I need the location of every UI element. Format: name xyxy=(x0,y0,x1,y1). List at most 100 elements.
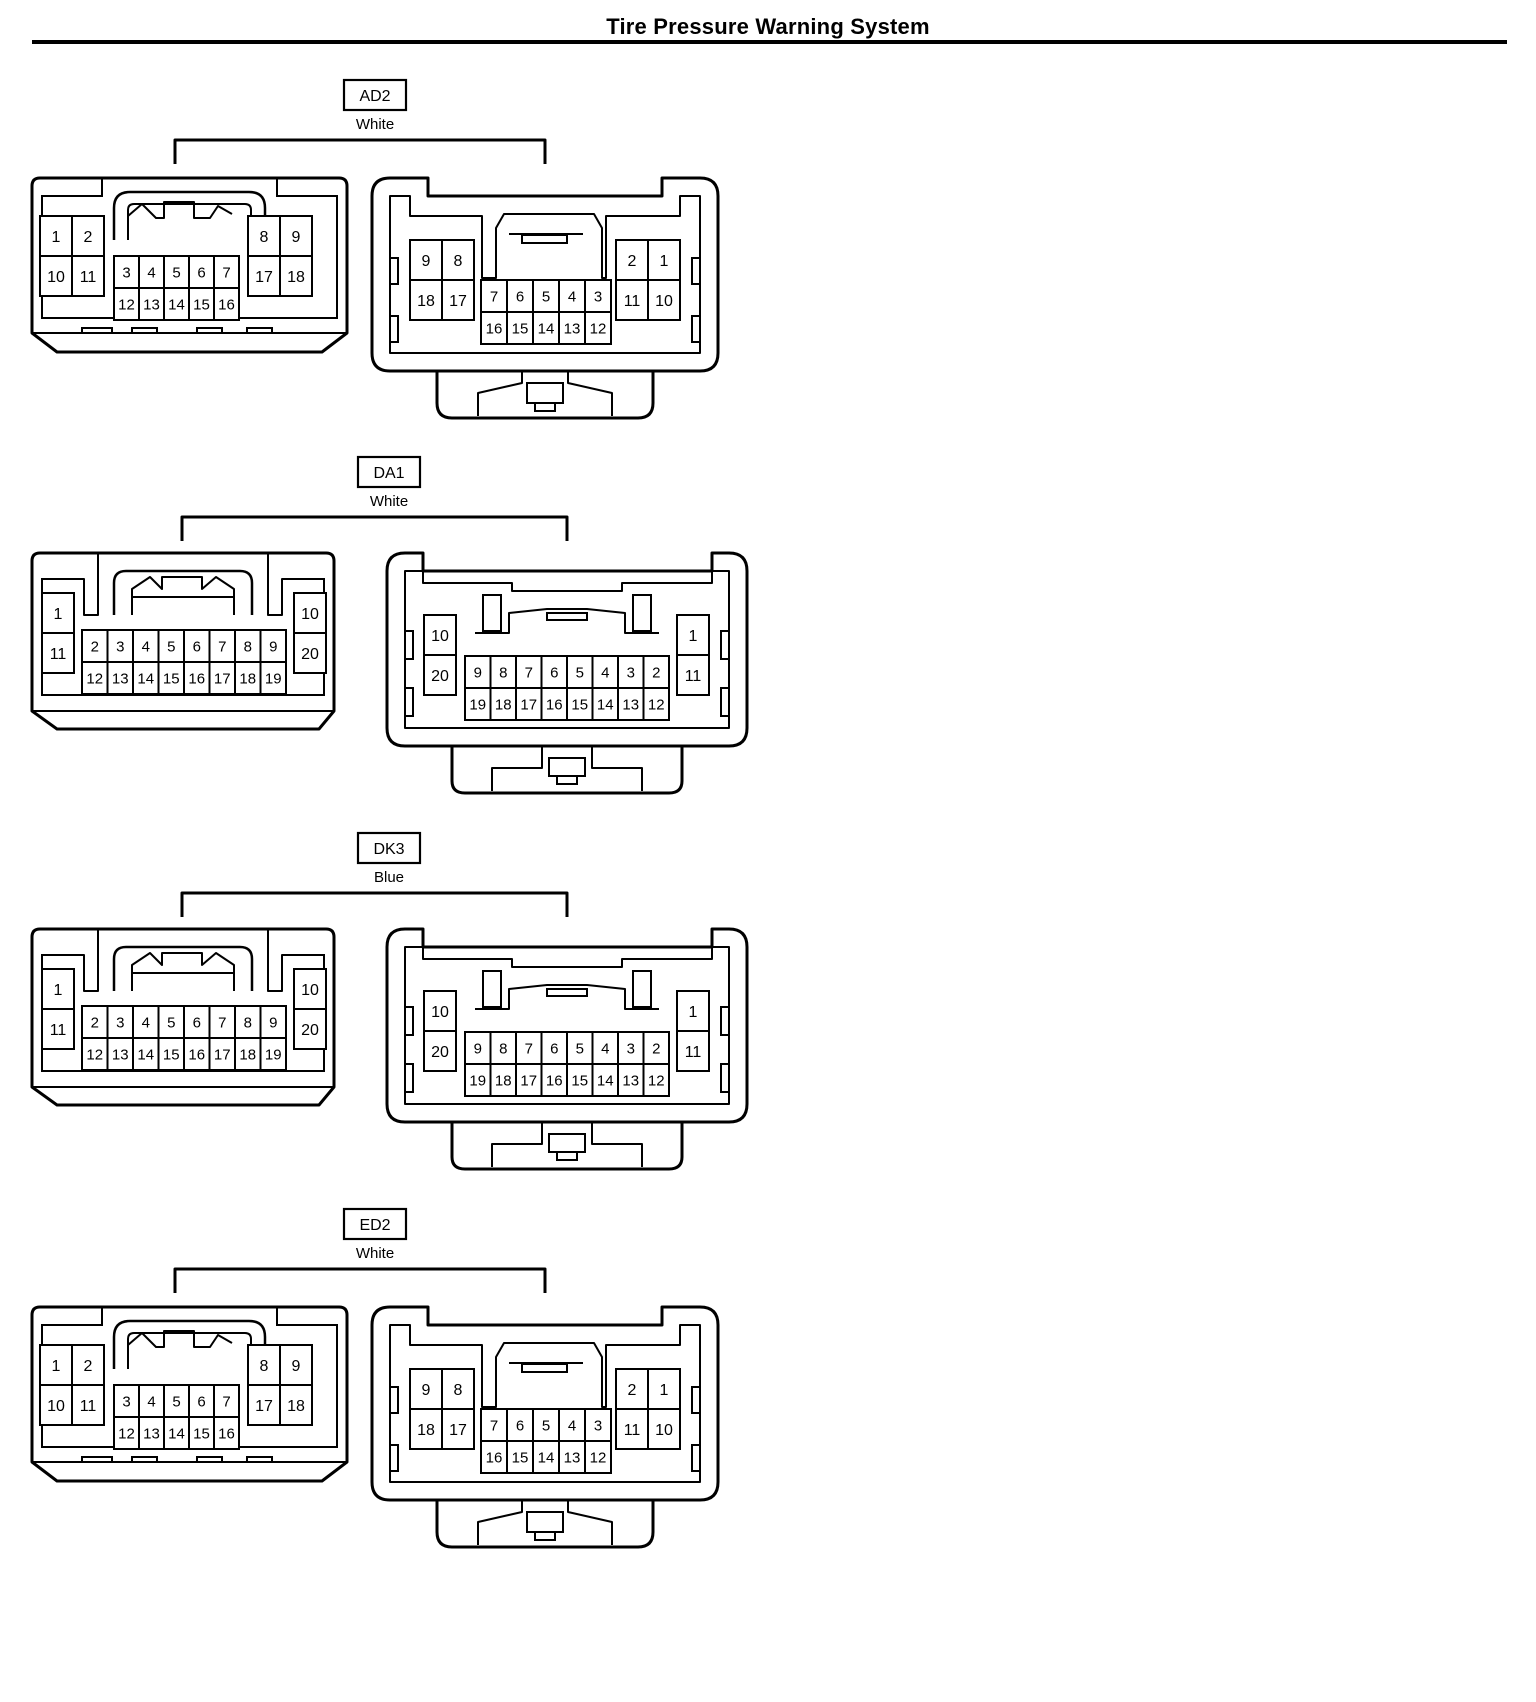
pin-cell xyxy=(81,1005,109,1039)
housing-outline xyxy=(475,608,659,634)
pin-number: 11 xyxy=(80,1398,97,1415)
pin-number: 7 xyxy=(218,638,226,655)
housing-part xyxy=(356,831,422,865)
housing-part xyxy=(548,757,586,777)
housing-outline xyxy=(30,551,336,731)
pin-number: 9 xyxy=(422,253,431,270)
pin-number: 8 xyxy=(244,638,252,655)
housing-part xyxy=(691,1444,701,1472)
housing-outline xyxy=(404,946,730,1105)
connector-code: AD2 xyxy=(359,88,390,105)
pin-cell xyxy=(188,255,215,289)
pin-number: 3 xyxy=(627,1040,635,1057)
housing-outline xyxy=(112,1319,267,1369)
pin-cell xyxy=(39,255,73,297)
housing-part xyxy=(196,1456,223,1463)
pin-cell xyxy=(279,1344,313,1386)
pin-cell xyxy=(113,287,140,321)
pin-number: 8 xyxy=(454,1382,463,1399)
pin-number: 11 xyxy=(624,1422,641,1439)
connector-code: DK3 xyxy=(373,841,404,858)
pin-cell xyxy=(132,1037,160,1071)
pin-cell xyxy=(213,1416,240,1450)
pin-number: 3 xyxy=(627,664,635,681)
housing-outline xyxy=(477,1499,613,1545)
housing-part xyxy=(534,402,556,412)
pin-number: 16 xyxy=(218,296,235,313)
pin-cell xyxy=(106,1005,134,1039)
housing-part xyxy=(521,234,568,244)
housing-part xyxy=(246,1456,273,1463)
pin-number: 3 xyxy=(594,1417,602,1434)
housing-outline xyxy=(42,954,99,992)
pin-cell xyxy=(106,661,134,695)
housing-outline xyxy=(131,576,235,615)
pin-cell xyxy=(41,632,75,674)
pin-number: 17 xyxy=(255,269,273,286)
housing-part xyxy=(546,988,588,997)
housing-part xyxy=(81,327,113,334)
housing-part xyxy=(81,1456,113,1463)
pin-number: 6 xyxy=(516,1417,524,1434)
pin-number: 7 xyxy=(218,1014,226,1031)
pin-number: 14 xyxy=(168,296,185,313)
pin-number: 19 xyxy=(469,1072,486,1089)
housing-part xyxy=(632,594,652,632)
housing-outline xyxy=(30,176,349,354)
housing-outline xyxy=(180,515,569,541)
pin-cell xyxy=(157,1037,185,1071)
pin-cell xyxy=(647,279,681,321)
pin-number: 10 xyxy=(431,1004,449,1021)
pin-number: 5 xyxy=(172,264,180,281)
pin-number: 11 xyxy=(50,1022,67,1039)
pin-number: 19 xyxy=(469,696,486,713)
pin-number: 16 xyxy=(486,1449,503,1466)
pin-number: 8 xyxy=(499,1040,507,1057)
pin-cell xyxy=(532,311,560,345)
pin-number: 14 xyxy=(137,670,154,687)
pin-number: 14 xyxy=(538,1449,555,1466)
pin-number: 5 xyxy=(576,1040,584,1057)
pin-cell xyxy=(279,255,313,297)
housing-part xyxy=(534,1531,556,1541)
housing-outline xyxy=(30,927,336,1107)
pin-cell xyxy=(584,311,612,345)
connector-color: Blue xyxy=(374,869,404,886)
pin-number: 11 xyxy=(50,646,67,663)
connector-code: ED2 xyxy=(359,1217,390,1234)
housing-part xyxy=(342,78,408,112)
housing-part xyxy=(404,630,414,660)
pin-cell xyxy=(41,592,75,634)
pin-number: 7 xyxy=(222,264,230,281)
pin-cell xyxy=(138,255,165,289)
pin-number: 4 xyxy=(568,1417,576,1434)
pin-number: 15 xyxy=(571,696,588,713)
pin-number: 6 xyxy=(550,1040,558,1057)
pin-number: 5 xyxy=(576,664,584,681)
pin-number: 4 xyxy=(568,288,576,305)
housing-outline xyxy=(491,1121,643,1167)
housing-outline xyxy=(370,176,720,373)
housing-part xyxy=(482,970,502,1008)
housing-outline xyxy=(112,945,254,991)
pin-number: 13 xyxy=(622,696,639,713)
pin-cell xyxy=(213,255,240,289)
pin-number: 12 xyxy=(648,696,665,713)
pin-number: 2 xyxy=(628,253,637,270)
pin-number: 12 xyxy=(86,1046,103,1063)
pin-number: 7 xyxy=(222,1393,230,1410)
pin-cell xyxy=(247,255,281,297)
pin-number: 13 xyxy=(143,1425,160,1442)
pin-cell xyxy=(39,1384,73,1426)
pin-cell xyxy=(642,655,670,689)
pin-number: 19 xyxy=(265,670,282,687)
pin-cell xyxy=(676,1030,710,1072)
housing-part xyxy=(131,327,158,334)
housing-part xyxy=(526,1511,564,1533)
pin-number: 2 xyxy=(91,638,99,655)
pin-cell xyxy=(480,311,508,345)
